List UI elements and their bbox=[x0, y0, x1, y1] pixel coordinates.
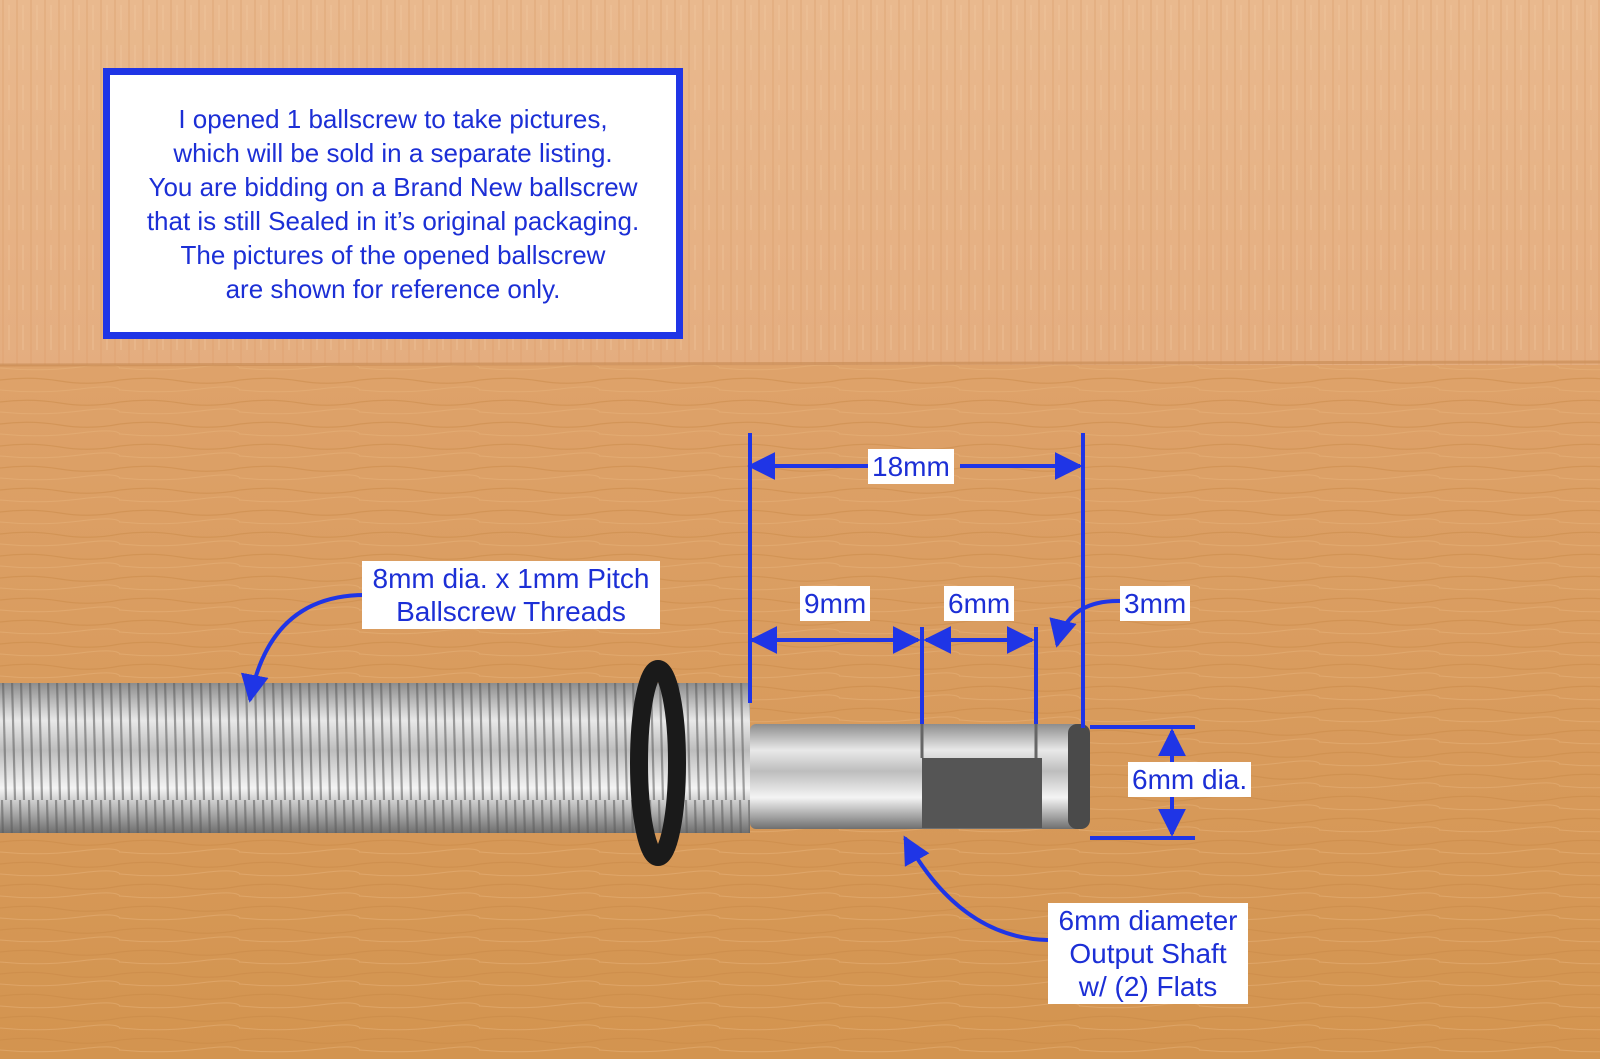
dim-6mm-label: 6mm bbox=[944, 586, 1015, 622]
output-shaft-label: 6mm diameter Output Shaft w/ (2) Flats bbox=[1048, 903, 1248, 1005]
dimension-lines bbox=[240, 433, 1195, 942]
dim-9mm-label: 9mm bbox=[800, 586, 871, 622]
shaft-flat bbox=[922, 758, 1042, 828]
output-shaft bbox=[750, 724, 1090, 829]
ballscrew-rod bbox=[0, 683, 750, 833]
o-ring bbox=[630, 660, 686, 866]
dim-18mm-label: 18mm bbox=[868, 449, 954, 485]
shaft-diameter-label: 6mm dia. bbox=[1128, 762, 1252, 798]
thread-spec-label: 8mm dia. x 1mm Pitch Ballscrew Threads bbox=[362, 561, 660, 630]
notice-box: I opened 1 ballscrew to take pictures, w… bbox=[103, 68, 683, 339]
dim-3mm-label: 3mm bbox=[1120, 586, 1191, 622]
notice-text: I opened 1 ballscrew to take pictures, w… bbox=[146, 103, 640, 304]
